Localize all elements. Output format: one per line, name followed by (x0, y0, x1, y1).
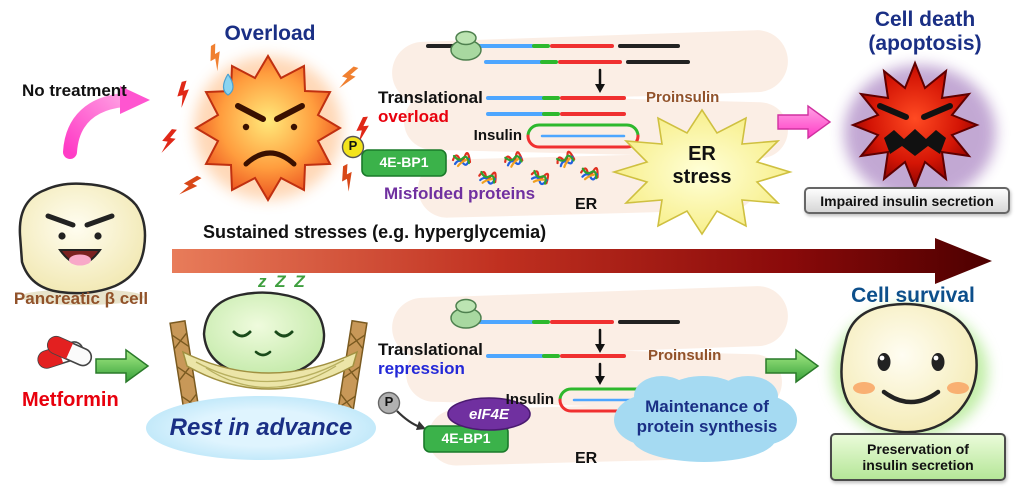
resting-cell (202, 291, 326, 378)
maintenance-cloud (614, 376, 797, 462)
eif4e-label: eIF4E (468, 406, 510, 423)
proinsulin-label-bottom: Proinsulin (648, 347, 722, 364)
dead-cell (844, 60, 996, 201)
impaired-secretion-box: Impaired insulin secretion (804, 187, 1010, 214)
insulin-label-bottom: Insulin (505, 391, 554, 408)
phospho-badge-top (341, 135, 365, 159)
phospho-letter-top: P (348, 138, 358, 153)
rest-in-advance-text: Rest in advance (169, 414, 353, 441)
impaired-secretion-text: Impaired insulin secretion (820, 192, 994, 209)
cell-survival-title: Cell survival (851, 284, 975, 307)
rest-in-advance-oval: Rest in advance (146, 396, 376, 460)
bp1-box-top (361, 149, 447, 177)
maintenance-line1: Maintenance of (645, 397, 769, 416)
translational-label-top: Translational (378, 88, 483, 107)
beta-cell-eyebrow-right (84, 213, 115, 228)
overload-cell-frown (243, 150, 297, 167)
insulin-label-top: Insulin (473, 127, 522, 144)
sweat-drop-icon (222, 73, 234, 96)
ribosome-icon-top (450, 30, 482, 61)
preservation-line2: insulin secretion (862, 457, 974, 473)
metformin-label: Metformin (22, 389, 119, 411)
zzz-label: z Z Z (258, 272, 307, 291)
er-label-top: ER (575, 196, 598, 213)
cell-death-line1: Cell death (874, 8, 976, 31)
metformin-arrow (95, 349, 149, 383)
no-treatment-label: No treatment (22, 81, 127, 100)
preservation-box: Preservation of insulin secretion (830, 433, 1006, 481)
happy-cell (832, 302, 988, 438)
happy-cell-smile (881, 389, 941, 405)
closed-eye-right (274, 330, 294, 338)
repression-word: repression (378, 359, 465, 378)
er-stress-line2: stress (672, 166, 732, 188)
sustained-stress-label: Sustained stresses (e.g. hyperglycemia) (203, 222, 547, 242)
bp1-label-top: 4E-BP1 (379, 154, 429, 170)
mrna-diagram-top (426, 30, 690, 149)
closed-eye-left (232, 330, 252, 338)
cell-death-line2: (apoptosis) (868, 32, 982, 55)
pancreatic-beta-cell (18, 182, 147, 305)
hammock-fabric (181, 350, 359, 390)
beta-cell-eyebrow-left (45, 213, 76, 228)
er-stress-line1: ER (688, 143, 716, 165)
preservation-line1: Preservation of (867, 441, 969, 457)
overload-word: overload (378, 107, 449, 126)
bp1-complex-bottom (377, 391, 531, 453)
eif4e-oval (447, 397, 531, 431)
beta-cell-label: Pancreatic β cell (13, 289, 149, 308)
sustained-stress-arrow (172, 238, 992, 284)
no-treatment-arrow (63, 86, 150, 159)
misfolded-proteins-label: Misfolded proteins (384, 184, 536, 203)
translational-label-bottom: Translational (378, 340, 483, 359)
maintenance-line2: protein synthesis (636, 417, 778, 436)
phospho-badge-bottom (377, 391, 401, 415)
er-stress-burst (611, 108, 793, 236)
dead-cell-mouth (884, 129, 946, 156)
bp1-label-bottom: 4E-BP1 (441, 430, 491, 446)
overload-title: Overload (224, 22, 316, 45)
metformin-pills-icon (37, 335, 93, 369)
overload-cell (194, 54, 342, 202)
phospho-letter-bottom: P (384, 394, 394, 409)
proinsulin-label-top: Proinsulin (646, 89, 720, 106)
er-label-bottom: ER (575, 450, 598, 467)
